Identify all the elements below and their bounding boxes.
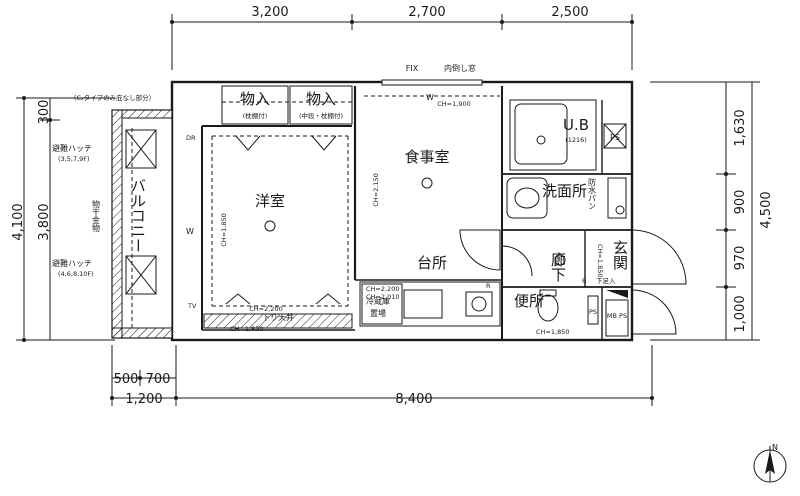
storage-1-sub: (枕棚付) xyxy=(243,111,268,120)
drop-ceiling-strip xyxy=(203,313,353,329)
symbol-r-kitchen: R xyxy=(486,282,491,290)
dim-right-900: 900 xyxy=(733,190,748,215)
kitchen-label: 台所 xyxy=(417,254,447,272)
bath-size: (1216) xyxy=(565,136,587,144)
kitchen-sink xyxy=(403,289,443,319)
dining-room-label: 食事室 xyxy=(404,148,449,166)
corridor-label: 廊下 xyxy=(549,252,567,282)
storage-1 xyxy=(221,85,289,125)
ch-dining-h: CH=1,900 xyxy=(437,100,470,108)
ceiling-light-dining xyxy=(421,177,433,189)
dim-top-1: 3,200 xyxy=(251,5,288,20)
fridge-sub: 置場 xyxy=(370,308,386,318)
kitchen-counter xyxy=(359,281,501,327)
waterproof-pan-label: 防水パン xyxy=(588,177,597,210)
ps-label-1: PS xyxy=(610,133,620,142)
ch-western-v: CH=1,850 xyxy=(220,213,228,246)
bath-label: U.B xyxy=(563,116,589,134)
washer-pan xyxy=(607,177,627,219)
top-dimension-line xyxy=(170,14,634,70)
ch-kitchen-b: CH=2,010 xyxy=(366,293,399,301)
symbol-dr: DR xyxy=(186,134,196,142)
dim-left-outer: 4,100 xyxy=(11,203,26,240)
drop-ceiling-label: 下り天井 xyxy=(262,312,294,322)
door-swing-entrance xyxy=(631,229,687,285)
western-room-label: 洋室 xyxy=(255,192,285,210)
fridge-label: 冷蔵庫 xyxy=(366,296,390,306)
dim-right-1000: 1,000 xyxy=(733,295,748,332)
storage-1-label: 物入 xyxy=(240,90,270,108)
hatch-upper-floors: (3,5,7,9F) xyxy=(58,155,90,163)
dim-right-1630: 1,630 xyxy=(733,109,748,146)
shoe-box-label: 下足入 xyxy=(596,277,616,285)
north-arrow xyxy=(753,446,787,483)
storage-2-sub: (中段・枕棚付) xyxy=(299,111,343,120)
storage-2 xyxy=(289,85,353,125)
dim-top-3: 2,500 xyxy=(551,5,588,20)
toilet-label: 便所 xyxy=(514,292,544,310)
ceiling-light-corridor xyxy=(554,254,566,266)
symbol-w-top: W xyxy=(426,93,434,102)
dim-bottom-1200: 1,200 xyxy=(125,392,162,407)
toilet-bowl xyxy=(537,294,559,322)
dim-left-300: 300 xyxy=(37,100,52,125)
hatch-upper-label: 避難ハッチ xyxy=(52,143,92,153)
washroom-label: 洗面所 xyxy=(542,182,587,200)
ps-label-2: PS xyxy=(589,308,597,316)
symbol-w-left: W xyxy=(186,227,194,236)
label-fix: FIX xyxy=(406,64,419,73)
entrance-label: 玄関 xyxy=(611,240,629,271)
unit-bath xyxy=(509,99,597,171)
left-dimension-line xyxy=(16,96,115,342)
evac-hatch-upper xyxy=(125,129,157,169)
toilet-ch: CH=1,850 xyxy=(536,328,569,336)
north-label: N xyxy=(772,443,778,452)
balcony-note: （C₂タイプのみ庇なし部分） xyxy=(70,93,155,102)
ch-western-h: CH=2,200 xyxy=(249,305,282,313)
fridge-space xyxy=(361,283,403,325)
dim-left-inner: 3,800 xyxy=(37,203,52,240)
ch-western-low: CH=1,850 xyxy=(230,325,263,333)
dim-bottom-500: 500 xyxy=(114,372,139,387)
entrance-ch: CH=1,850 xyxy=(596,244,604,277)
evac-hatch-lower xyxy=(125,255,157,295)
ch-kitchen-a: CH=2,200 xyxy=(366,285,399,293)
hatch-lower-label: 避難ハッチ xyxy=(52,258,92,268)
gas-range xyxy=(465,291,493,317)
label-inner-window: 内倒し窓 xyxy=(444,63,476,73)
symbol-r-entrance: R xyxy=(582,277,587,285)
balcony-area xyxy=(111,109,173,339)
mb-ps-box xyxy=(605,299,629,337)
ps-box-1 xyxy=(603,123,627,149)
mbps-label: MB PS xyxy=(607,312,627,320)
dim-top-2: 2,700 xyxy=(408,5,445,20)
dim-right-4500: 4,500 xyxy=(759,191,774,228)
right-dimension-line xyxy=(650,81,760,341)
ceiling-light-western xyxy=(264,220,276,232)
balcony-label: バルコニー xyxy=(129,178,147,253)
laundry-hardware: 物干金物 xyxy=(92,199,101,233)
hatch-lower-floors: (4,6,8,10F) xyxy=(58,270,94,278)
bottom-dimension-line xyxy=(110,345,654,406)
ch-dining-v: CH=2,150 xyxy=(372,173,380,206)
dim-right-970: 970 xyxy=(733,246,748,271)
storage-2-label: 物入 xyxy=(306,90,336,108)
door-swing-corridor xyxy=(459,229,501,271)
symbol-tv: TV xyxy=(187,302,197,310)
wash-basin xyxy=(506,177,548,219)
dim-bottom-8400: 8,400 xyxy=(395,392,432,407)
dim-bottom-700: 700 xyxy=(146,372,171,387)
